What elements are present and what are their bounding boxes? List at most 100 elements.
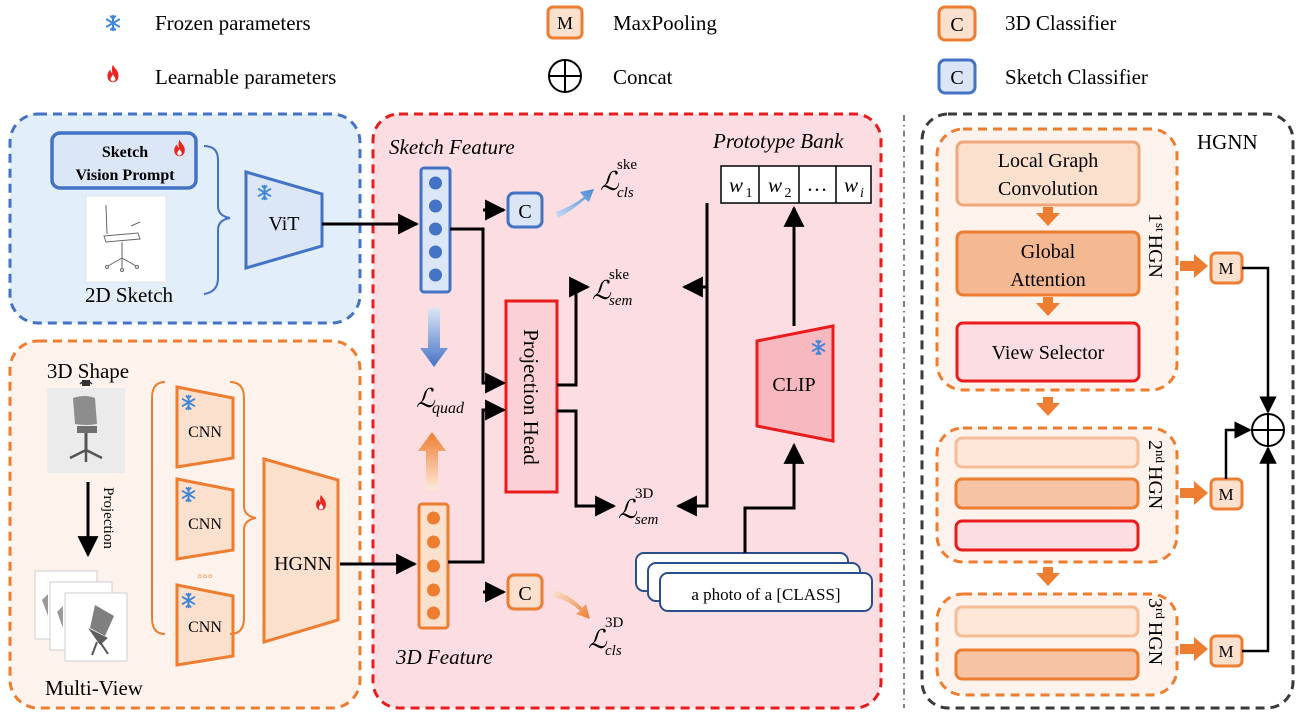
legend-3d-classifier-label: 3D Classifier	[1005, 11, 1116, 35]
prompt-to-clip-arrow	[743, 442, 805, 553]
sketch-caption: 2D Sketch	[85, 283, 174, 307]
multiview-left-brace	[151, 381, 166, 635]
projection-head-box	[504, 299, 559, 494]
3d-feature-title: 3D Feature	[395, 645, 493, 669]
cnn-label: CNN	[188, 619, 222, 636]
loss-cls-ske-symbol: ℒ	[600, 167, 620, 196]
bank-cell-1: w	[729, 173, 743, 197]
loss-quad-symbol: ℒ	[416, 384, 436, 413]
concat-node	[1251, 413, 1285, 447]
loss-sem-3d-sub: sem	[635, 512, 658, 528]
local-graph-line-1: Local Graph	[998, 150, 1099, 172]
bank-cell-2: w	[768, 173, 782, 197]
cnn-output-brace	[229, 381, 257, 635]
classifier-3d-legend-symbol: C	[950, 14, 963, 36]
loss-sem-3d-symbol: ℒ	[618, 495, 638, 524]
stage-3-label: 3rdHGN	[1144, 598, 1168, 665]
quad-down-arrow	[420, 308, 448, 367]
projection-to-sem-3d-arrow	[557, 409, 617, 517]
bank-sub-2: 2	[785, 186, 792, 201]
sketch-branch: Sketch Vision Prompt 2D Sketch ViT	[8, 112, 362, 325]
projection-to-sem-ske-arrow	[557, 276, 591, 387]
loss-quad-sub: quad	[432, 400, 465, 417]
hgnn-label: HGNN	[274, 553, 332, 575]
bank-sub-4: i	[860, 186, 864, 201]
loss-sem-ske-sub: sem	[609, 293, 632, 309]
cnn-encoder-1: CNN	[175, 385, 235, 469]
3d-to-projection-arrow	[448, 399, 507, 564]
sketch-feature-vector	[419, 166, 452, 294]
hgnn-encoder	[262, 457, 340, 645]
legend: Frozen parameters Learnable parameters M…	[105, 5, 1148, 95]
global-attention-box	[955, 230, 1141, 297]
sketch-to-projection-arrow	[450, 227, 507, 394]
3d-classifier-symbol: C	[518, 583, 531, 605]
stage-2-selector-bar	[954, 519, 1140, 552]
hgnn-detail-panel: HGNN Local Graph Convolution Global Atte…	[920, 112, 1295, 710]
text-prompt-label: a photo of a [CLASS]	[691, 585, 840, 604]
text-prompt-stack: a photo of a [CLASS]	[635, 552, 873, 612]
flame-icon	[107, 64, 119, 83]
cnn-label: CNN	[188, 424, 222, 441]
stage-to-maxpool-arrows	[1180, 254, 1208, 661]
multiview-caption: Multi-View	[45, 676, 144, 700]
middle-connectors	[322, 199, 805, 603]
bank-cell-3: …	[807, 172, 828, 196]
sketch-vision-prompt-box	[50, 131, 198, 190]
maxpool-1-symbol: M	[1218, 259, 1233, 278]
legend-concat-label: Concat	[613, 65, 673, 89]
sketch-feature-title: Sketch Feature	[389, 135, 515, 159]
global-attention-line-1: Global	[1021, 241, 1076, 263]
prompt-line-2: Vision Prompt	[75, 167, 175, 184]
quad-up-arrow	[418, 432, 446, 490]
stage-2-global-bar	[954, 477, 1140, 510]
hgnn-detail-title: HGNN	[1197, 130, 1258, 154]
local-graph-line-2: Convolution	[998, 178, 1098, 200]
snowflake-icon	[105, 14, 121, 32]
legend-maxpool-label: MaxPooling	[613, 11, 717, 35]
classifier-3d-legend-box	[937, 5, 977, 42]
sketch-cls-curve-arrow	[556, 189, 594, 218]
clip-encoder	[755, 324, 835, 443]
loss-cls-ske-sup: ske	[617, 157, 637, 173]
cnn-encoder-2: CNN	[175, 477, 235, 561]
multiview-images	[34, 570, 128, 662]
sketch-image	[85, 195, 167, 283]
legend-sketch-classifier-label: Sketch Classifier	[1005, 65, 1148, 89]
sketch-classifier-box	[506, 191, 544, 229]
loss-cls-3d-sup: 3D	[605, 615, 624, 631]
3d-feature-vector	[417, 502, 450, 630]
view-selector-box	[955, 321, 1141, 383]
loss-cls-ske-sub: cls	[617, 185, 634, 201]
stage-2-label: 2ndHGN	[1144, 440, 1168, 509]
cnn-encoder-3: CNN	[175, 583, 235, 667]
maxpool-to-concat-connectors	[1224, 266, 1277, 653]
prompt-line-1: Sketch	[102, 144, 148, 161]
3d-cls-curve-arrow	[554, 590, 590, 619]
maxpool-3-symbol: M	[1218, 642, 1233, 661]
prototype-bank-title: Prototype Bank	[712, 129, 844, 153]
concat-legend-icon	[548, 59, 582, 93]
stage-3-local-bar	[954, 605, 1140, 638]
view-selector-label: View Selector	[992, 342, 1105, 364]
local-graph-conv-box	[955, 140, 1141, 207]
classifier-sketch-legend-symbol: C	[950, 67, 963, 89]
maxpool-legend-symbol: M	[557, 13, 573, 33]
maxpool-2-symbol: M	[1218, 485, 1233, 504]
shape-image	[47, 380, 125, 473]
legend-frozen-label: Frozen parameters	[155, 11, 311, 35]
loss-sem-3d-sup: 3D	[635, 486, 654, 502]
stage-3-global-bar	[954, 648, 1140, 681]
sketch-input-brace	[203, 145, 231, 295]
stage-1-label: 1stHGN	[1144, 213, 1168, 278]
stage-2-local-bar	[954, 436, 1140, 469]
legend-learnable-label: Learnable parameters	[155, 65, 336, 89]
vit-label: ViT	[268, 213, 299, 235]
bank-to-sem-3d-arrow	[675, 287, 709, 517]
cnn-ellipsis: ◦◦◦	[197, 569, 213, 585]
alignment-panel: Sketch Feature 3D Feature ℒ quad C	[322, 112, 883, 710]
bank-cell-4: w	[844, 173, 858, 197]
stage-1-arrows	[1036, 207, 1060, 586]
